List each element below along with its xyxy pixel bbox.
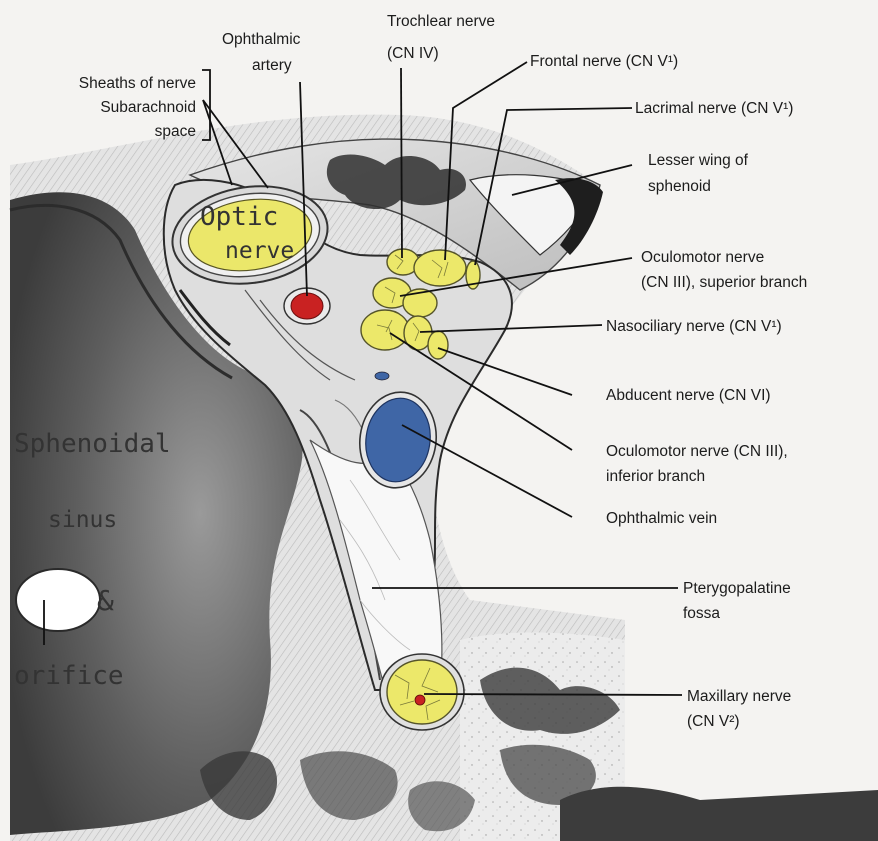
abducent-nerve-shape	[428, 331, 448, 359]
sheaths-label-line2: Subarachnoid	[100, 99, 196, 116]
oculomotor-sup-label-line2: (CN III), superior branch	[641, 274, 807, 291]
sheaths-label-line1: Sheaths of nerve	[79, 75, 196, 92]
oculomotor-inf-label-line2: inferior branch	[606, 468, 705, 485]
sinus-label: sinus	[48, 507, 117, 533]
optic-label-line2: nerve	[225, 238, 294, 264]
lesser-wing-label-line1: Lesser wing of	[648, 152, 749, 169]
maxillary-label-line1: Maxillary nerve	[687, 688, 791, 705]
ampersand-label: &	[97, 584, 114, 617]
abducent-label: Abducent nerve (CN VI)	[606, 387, 771, 404]
lesser-wing-label-line2: sphenoid	[648, 178, 711, 195]
pterygopalatine-label-line1: Pterygopalatine	[683, 580, 791, 597]
frontal-nerve-shape	[414, 250, 466, 286]
frontal-nerve-label: Frontal nerve (CN V¹)	[530, 53, 678, 70]
trochlear-label-line1: Trochlear nerve	[387, 13, 495, 30]
orifice-label: orifice	[14, 661, 124, 691]
optic-label-line1: Optic	[200, 202, 278, 232]
oculomotor-inf-shape	[361, 310, 409, 350]
ophthalmic-artery-label-line1: Ophthalmic	[222, 31, 301, 48]
pterygopalatine-label-line2: fossa	[683, 605, 720, 622]
maxillary-label-line2: (CN V²)	[687, 713, 740, 730]
sheaths-label-line3: space	[155, 123, 196, 140]
lacrimal-nerve-label: Lacrimal nerve (CN V¹)	[635, 100, 793, 117]
nasociliary-label: Nasociliary nerve (CN V¹)	[606, 318, 782, 335]
oculomotor-sup-label-line1: Oculomotor nerve	[641, 249, 764, 266]
sinus-orifice	[16, 569, 100, 631]
ophthalmic-vein-label: Ophthalmic vein	[606, 510, 717, 527]
trochlear-label-line2: (CN IV)	[387, 45, 439, 62]
sphenoidal-label: Sphenoidal	[14, 429, 171, 459]
oculomotor-inf-label-line1: Oculomotor nerve (CN III),	[606, 443, 788, 460]
ophthalmic-artery-label-line2: artery	[252, 57, 292, 74]
maxillary-nerve	[380, 654, 464, 730]
